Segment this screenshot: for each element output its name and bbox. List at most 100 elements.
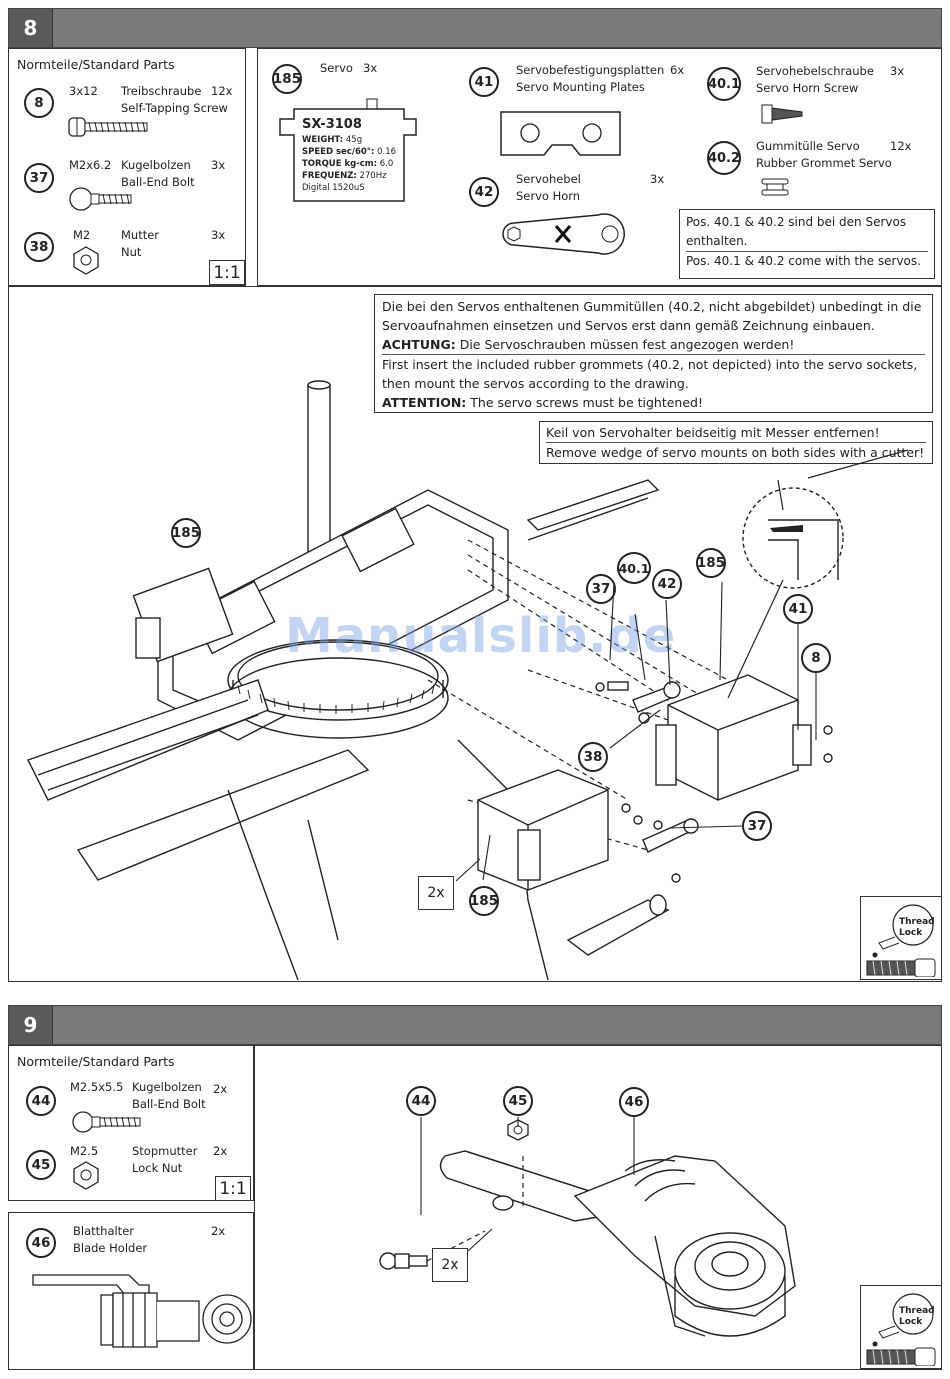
cutter-note: Keil von Servohalter beidseitig mit Mess… — [539, 421, 933, 464]
callout-185: 185 — [696, 548, 726, 578]
part-name-en: Nut — [121, 245, 142, 259]
instruction-line: Die bei den Servos enthaltenen Gummitüll… — [382, 299, 922, 314]
part-name-de: Kugelbolzen — [132, 1080, 202, 1094]
threadlock-label-2: Lock — [899, 928, 923, 938]
callout-38: 38 — [578, 742, 608, 772]
threadlock-box: Thread Lock — [860, 896, 942, 980]
multiplier-tag: 2x — [418, 876, 454, 910]
servo-model: SX-3108 — [302, 117, 362, 132]
threadlock-box: Thread Lock — [860, 1285, 942, 1369]
ball-end-bolt-icon — [69, 187, 132, 211]
horn-qty: 3x — [650, 172, 665, 186]
servo-spec-speed: SPEED sec/60°: 0.16 — [302, 147, 397, 157]
blade-holder-assembly-panel — [254, 1045, 942, 1370]
grommet-name-en: Rubber Grommet Servo — [756, 156, 892, 170]
included-parts-note: Pos. 40.1 & 40.2 sind bei den Servos ent… — [679, 209, 935, 279]
part-name-de: Mutter — [121, 228, 160, 242]
part-name-de: Treibschraube — [121, 84, 202, 98]
part-id-badge: 45 — [26, 1150, 56, 1180]
part-name-en: Ball-End Bolt — [121, 175, 195, 189]
horn-screw-name-de: Servohebelschraube — [756, 64, 874, 78]
part-qty: 3x — [211, 228, 226, 242]
threadlock-bottle-icon — [866, 1293, 936, 1366]
horn-screw-qty: 3x — [890, 64, 905, 78]
cutter-note-en: Remove wedge of servo mounts on both sid… — [546, 445, 925, 460]
blade-holder-qty: 2x — [211, 1224, 226, 1238]
instruction-warning-en: ATTENTION: The servo screws must be tigh… — [382, 395, 703, 410]
blade-holder-name-de: Blatthalter — [73, 1224, 134, 1238]
servo-spec-frequency: FREQUENZ: 270Hz — [302, 171, 387, 181]
part-id-badge: 37 — [24, 163, 54, 193]
callout-185: 185 — [469, 886, 499, 916]
servo-parts-panel: 185 Servo 3x SX-3108 WEIGHT: 45g SPEED s… — [257, 48, 942, 286]
part-name-de: Stopmutter — [132, 1144, 198, 1158]
scale-label: 1:1 — [215, 1176, 251, 1201]
blade-holder-name-en: Blade Holder — [73, 1241, 148, 1255]
callout-45: 45 — [503, 1086, 533, 1116]
servo-id-badge: 185 — [272, 64, 302, 94]
multiplier-tag: 2x — [432, 1248, 468, 1282]
scale-label: 1:1 — [209, 260, 245, 285]
callout-37: 37 — [742, 811, 772, 841]
step-8-header: 8 — [8, 8, 942, 48]
horn-name-de: Servohebel — [516, 172, 581, 186]
plates-name-en: Servo Mounting Plates — [516, 80, 645, 94]
instruction-line: First insert the included rubber grommet… — [382, 357, 918, 372]
servo-horn-icon — [502, 213, 625, 255]
threadlock-label-1: Thread — [899, 1306, 935, 1316]
callout-40-1: 40.1 — [617, 552, 651, 584]
rubber-grommet-icon — [761, 178, 789, 196]
servo-spec-torque: TORQUE kg-cm: 6.0 — [302, 159, 394, 169]
plates-name-de: Servobefestigungsplatten — [516, 63, 665, 77]
grommet-id-badge: 40.2 — [707, 141, 741, 175]
servo-qty: 3x — [363, 61, 378, 75]
step-number: 9 — [9, 1006, 53, 1044]
horn-screw-name-en: Servo Horn Screw — [756, 81, 859, 95]
instruction-line: Servoaufnahmen einsetzen und Servos erst… — [382, 318, 875, 333]
grommet-qty: 12x — [890, 139, 912, 153]
blade-holder-icon — [32, 1274, 252, 1348]
part-size: M2.5x5.5 — [70, 1080, 124, 1094]
servo-icon — [279, 98, 417, 202]
multiplier-leader — [455, 858, 481, 882]
part-qty: 2x — [213, 1144, 228, 1158]
grommet-name-de: Gummitülle Servo — [756, 139, 860, 153]
part-id-badge: 38 — [24, 232, 54, 262]
standard-parts-panel: Normteile/Standard Parts 8 3x12 Treibsch… — [8, 48, 246, 286]
cutter-note-de: Keil von Servohalter beidseitig mit Mess… — [546, 423, 926, 443]
part-size: M2 — [73, 228, 91, 242]
plates-qty: 6x — [670, 63, 685, 77]
instruction-line: then mount the servos according to the d… — [382, 376, 689, 391]
callout-44: 44 — [406, 1086, 436, 1116]
lock-nut-drawing-icon — [507, 1119, 529, 1141]
servo-spec-weight: WEIGHT: 45g — [302, 135, 363, 145]
servo-name: Servo — [320, 61, 353, 75]
horn-screw-icon — [761, 104, 803, 124]
multiplier-leader — [467, 1228, 493, 1252]
horn-name-en: Servo Horn — [516, 189, 581, 203]
callout-42: 42 — [652, 569, 682, 599]
callout-46: 46 — [619, 1087, 649, 1117]
lock-nut-icon — [73, 1161, 99, 1190]
horn-screw-id-badge: 40.1 — [707, 67, 741, 101]
part-name-en: Lock Nut — [132, 1161, 183, 1175]
threadlock-bottle-icon — [866, 904, 936, 977]
part-name-de: Kugelbolzen — [121, 158, 191, 172]
hex-nut-icon — [73, 246, 99, 275]
servo-digital: Digital 1520uS — [302, 183, 365, 193]
ball-end-bolt-icon — [72, 1111, 141, 1133]
blade-holder-id-badge: 46 — [26, 1228, 56, 1258]
instructions-box: Die bei den Servos enthaltenen Gummitüll… — [374, 294, 933, 413]
part-name-en: Self-Tapping Screw — [121, 101, 228, 115]
included-note-en: Pos. 40.1 & 40.2 come with the servos. — [686, 254, 921, 268]
included-note-de-cont: enthalten. — [686, 232, 928, 252]
standard-parts-title: Normteile/Standard Parts — [17, 57, 175, 72]
part-qty: 12x — [211, 84, 233, 98]
included-note-de: Pos. 40.1 & 40.2 sind bei den Servos — [686, 215, 907, 229]
standard-parts-panel-9: Normteile/Standard Parts 44 M2.5x5.5 Kug… — [8, 1045, 254, 1201]
horn-id-badge: 42 — [469, 177, 499, 207]
self-tapping-screw-icon — [68, 117, 148, 137]
part-qty: 3x — [211, 158, 226, 172]
helicopter-frame-drawing — [27, 380, 909, 980]
blade-holder-assembly-drawing — [379, 1150, 796, 1337]
